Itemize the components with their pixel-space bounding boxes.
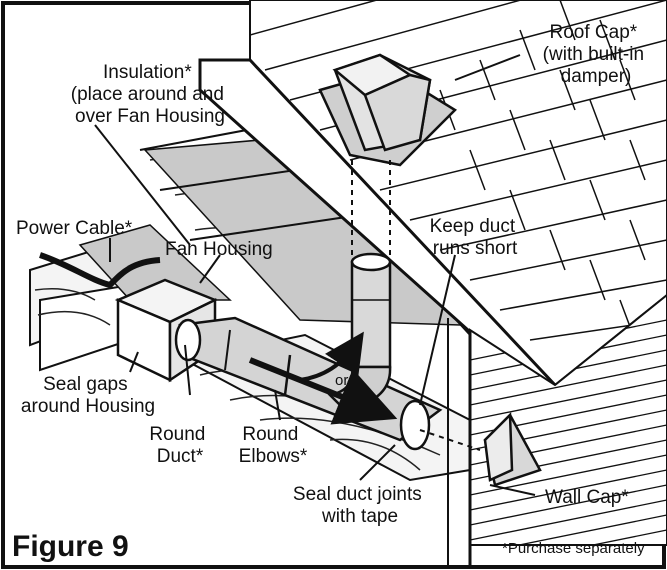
footnote: *Purchase separately xyxy=(502,540,645,557)
exterior-wall xyxy=(447,293,667,565)
label-insulation: Insulation* (place around and over Fan H… xyxy=(71,62,229,127)
label-round-duct: Round Duct* xyxy=(149,424,210,467)
airflow-arrow-up xyxy=(299,331,364,382)
label-seal-gaps: Seal gaps around Housing xyxy=(21,374,155,417)
airflow-arrows xyxy=(248,331,398,425)
label-fan-housing: Fan Housing xyxy=(165,239,273,260)
label-roof-cap: Roof Cap* (with built-in damper) xyxy=(543,22,650,87)
duct-route-dashes xyxy=(351,160,481,451)
leader-lines xyxy=(94,54,536,496)
roof-cap xyxy=(318,53,458,167)
label-seal-joints: Seal duct joints with tape xyxy=(293,484,427,527)
label-wall-cap: Wall Cap* xyxy=(545,487,629,508)
wall-cap xyxy=(483,412,542,487)
label-power-cable: Power Cable* xyxy=(16,218,133,239)
airflow-arrow-straight xyxy=(248,357,398,425)
label-round-elbows: Round Elbows* xyxy=(239,424,308,467)
label-keep-short: Keep duct runs short xyxy=(430,216,521,259)
power-cable-line xyxy=(39,252,161,289)
label-or: or xyxy=(335,372,348,389)
labels: Insulation* (place around and over Fan H… xyxy=(12,22,650,563)
figure-title: Figure 9 xyxy=(12,530,129,563)
